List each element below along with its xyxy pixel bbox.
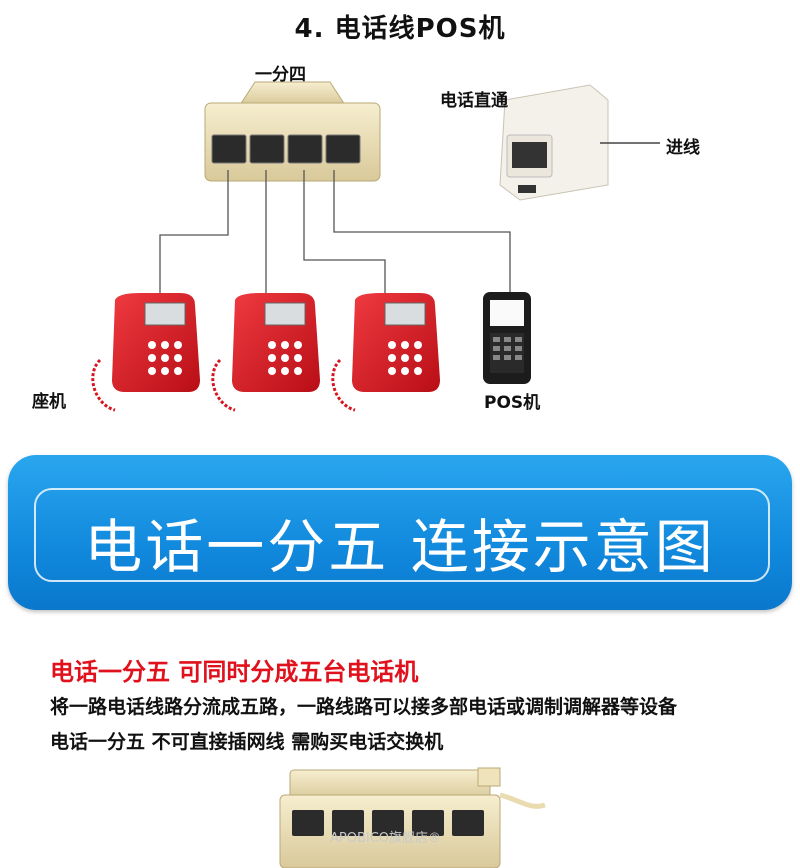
description-line-2: 电话一分五 不可直接插网线 需购买电话交换机 [50,731,444,753]
pos-terminal [483,292,531,384]
label-desk-phone: 座机 [32,392,66,412]
banner-title: 电话一分五 连接示意图 [84,513,716,581]
label-pos: POS机 [484,393,541,413]
splitter-1to4 [204,81,381,182]
description-line-1: 将一路电话线路分流成五路，一路线路可以接多部电话或调制调解器等设备 [50,696,678,718]
desk-phone-3 [331,293,440,412]
label-splitter-1to4: 一分四 [255,65,306,85]
watermark: APOBICO旗舰店® [330,831,442,846]
straight-coupler [499,84,609,201]
desk-phone-2 [211,293,320,412]
label-coupler: 电话直通 [440,91,508,111]
page-title: 4. 电话线POS机 [294,14,506,44]
banner [8,455,792,610]
splitter-1to5 [279,767,546,868]
headline: 电话一分五 可同时分成五台电话机 [50,658,419,686]
desk-phone-1 [91,293,200,412]
banner-frame [34,488,770,582]
label-incoming-line: 进线 [666,138,700,158]
